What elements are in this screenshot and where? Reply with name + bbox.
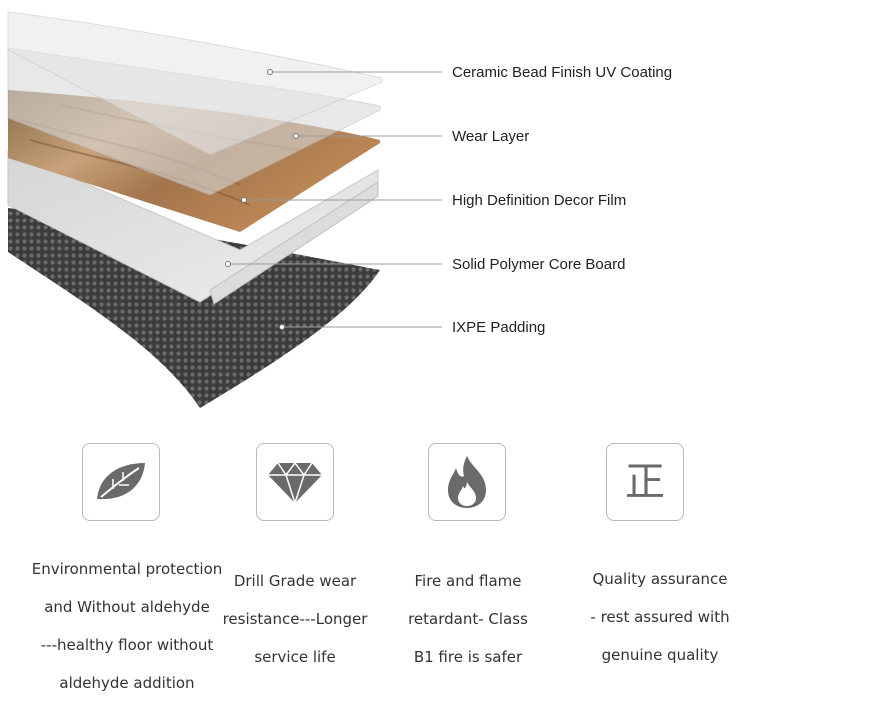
uv-coating-layer bbox=[7, 11, 383, 156]
feature-wear-resistance-text: Drill Grade wear resistance---Longer ser… bbox=[222, 572, 368, 666]
core-board-edge bbox=[209, 181, 379, 305]
diamond-icon bbox=[268, 461, 322, 505]
feature-quality-box: 正 bbox=[606, 443, 684, 521]
feature-fire-retardant-box bbox=[428, 443, 506, 521]
zheng-character-icon: 正 bbox=[625, 459, 665, 505]
leader-dots bbox=[225, 69, 299, 330]
flooring-layers-diagram bbox=[7, 11, 442, 408]
feature-environmental-box bbox=[82, 443, 160, 521]
ixpe-padding-layer bbox=[8, 208, 380, 408]
leader-lines bbox=[228, 71, 442, 328]
flame-icon bbox=[448, 456, 486, 508]
feature-fire-retardant-text: Fire and flame retardant- Class B1 fire … bbox=[408, 572, 528, 666]
layer-label-wear-layer: Wear Layer bbox=[452, 128, 530, 145]
feature-quality-text: Quality assurance - rest assured with ge… bbox=[590, 570, 730, 664]
layer-label-ixpe-padding: IXPE Padding bbox=[452, 319, 546, 336]
layer-label-decor-film: High Definition Decor Film bbox=[452, 192, 627, 209]
layer-label-uv-coating: Ceramic Bead Finish UV Coating bbox=[452, 64, 673, 81]
feature-wear-resistance-box bbox=[256, 443, 334, 521]
leaf-icon bbox=[97, 463, 145, 500]
layer-label-core-board: Solid Polymer Core Board bbox=[452, 256, 626, 273]
